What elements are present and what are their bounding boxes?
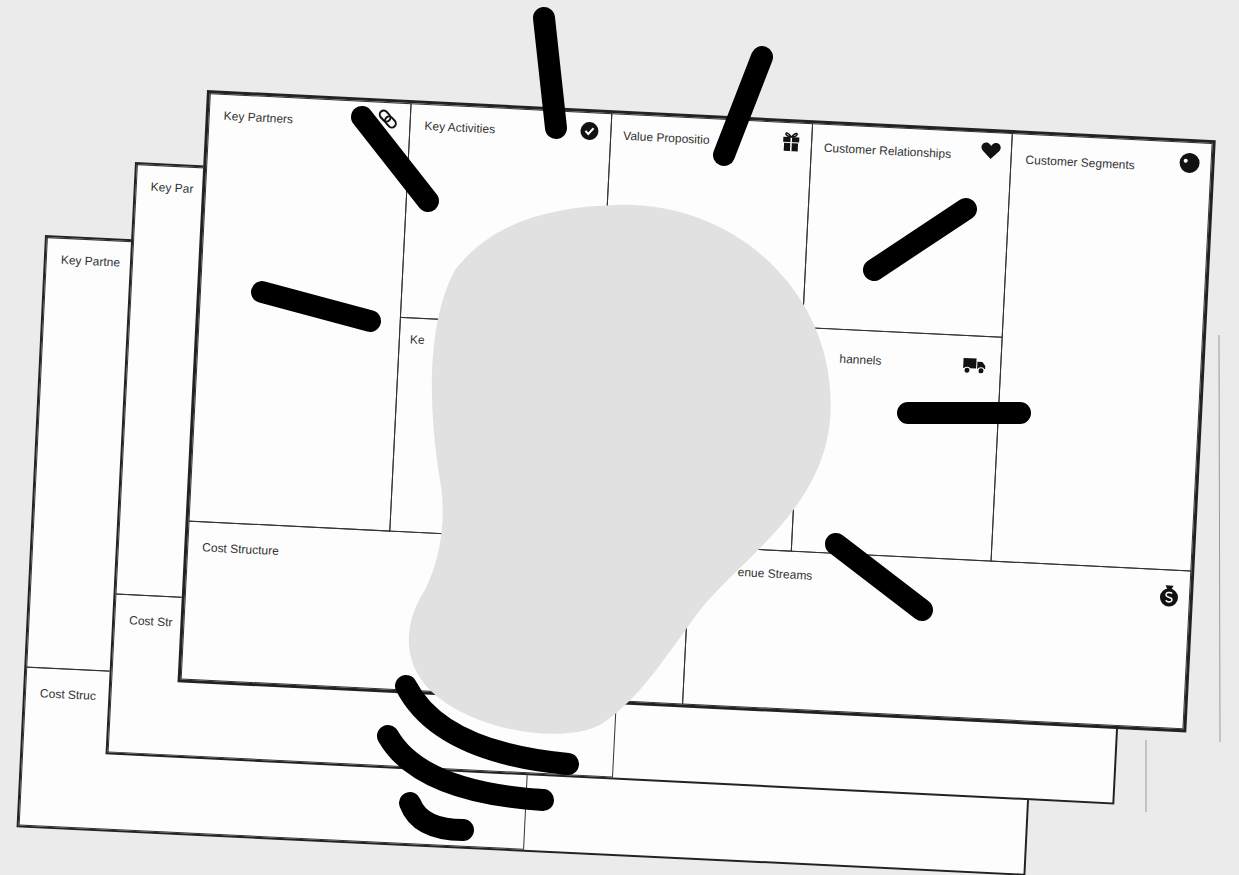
canvas-cell: enue Streams (682, 546, 1191, 730)
cell-heading: Cost Structure (202, 540, 279, 558)
cell-heading: Ke (410, 332, 425, 347)
paper-edge (1219, 335, 1220, 742)
cell-heading: Cost Struc (40, 686, 97, 703)
canvas-cell: Customer Segments (991, 133, 1213, 571)
canvas-cell: hannels (791, 327, 1003, 562)
cell-heading: Key Par (150, 180, 193, 196)
canvas-cell: Key Activities (400, 103, 612, 328)
canvas-cell: Ke (389, 317, 601, 542)
canvas-sheet: Key PartnersKey ActivitiesValue Proposit… (178, 90, 1216, 732)
cell-heading: Key Partne (60, 253, 120, 270)
paper-edge (1146, 740, 1147, 812)
cell-heading: Value Propositio (623, 129, 710, 147)
canvas-cell: Cost Structure (181, 521, 691, 705)
canvas-cell: Value Propositio (590, 113, 813, 552)
canvas-cell: Key Partners (189, 93, 412, 532)
canvas-cell: Customer Relationships (802, 123, 1013, 338)
cell-heading: Key Partners (223, 109, 293, 126)
cell-heading: Customer Segments (1025, 153, 1135, 172)
cell-heading: Key Activities (424, 119, 495, 136)
cell-heading: Cost Str (129, 613, 173, 629)
cell-heading: Customer Relationships (824, 141, 952, 161)
cell-heading: enue Streams (737, 565, 812, 583)
cell-heading: hannels (839, 352, 882, 368)
